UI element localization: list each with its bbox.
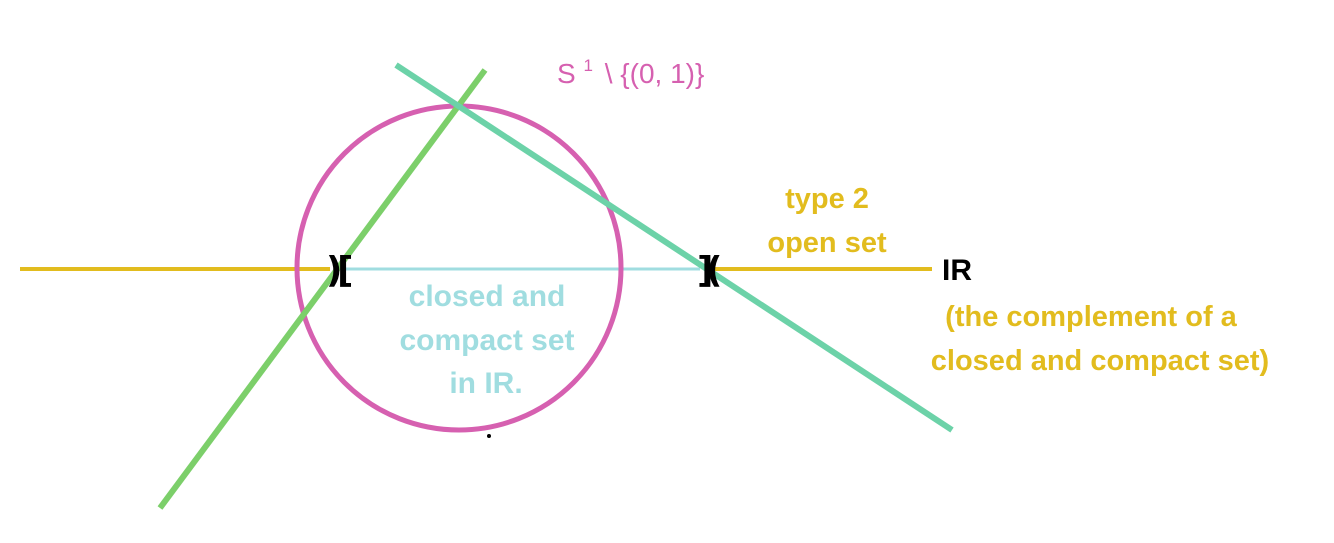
complement-label-line2: closed and compact set) bbox=[931, 345, 1269, 377]
compact-label-line1: closed and bbox=[409, 280, 566, 313]
green-line bbox=[157, 68, 488, 510]
circle-label: S 1 \ {(0, 1)} bbox=[557, 46, 704, 89]
real-line-label: IR bbox=[942, 254, 972, 287]
circle-label-sup: 1 bbox=[583, 56, 592, 75]
right-inner-bracket: ] bbox=[697, 250, 713, 291]
circle-label-base: S bbox=[557, 58, 576, 89]
left-inner-bracket: [ bbox=[337, 250, 353, 291]
right-outer-bracket: ( bbox=[706, 250, 722, 291]
left-outer-bracket: ) bbox=[326, 250, 342, 291]
open-set-label-line2: open set bbox=[767, 227, 887, 259]
circle-label-rest: \ {(0, 1)} bbox=[605, 58, 705, 89]
compact-label-line3: in IR. bbox=[449, 367, 522, 400]
complement-label-line1: (the complement of a bbox=[945, 301, 1238, 333]
compact-label-line2: compact set bbox=[399, 324, 574, 357]
open-set-label-line1: type 2 bbox=[785, 183, 869, 215]
bottom-dot bbox=[487, 434, 491, 438]
teal-line bbox=[394, 62, 954, 433]
